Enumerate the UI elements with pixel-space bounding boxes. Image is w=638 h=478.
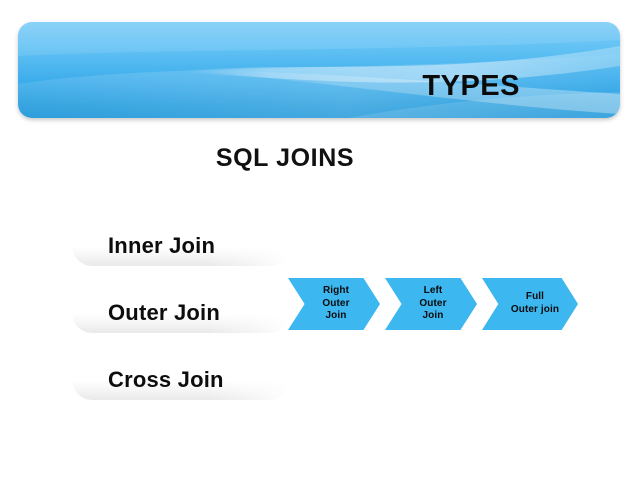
- join-type-label-inner-join: Inner Join: [108, 233, 216, 258]
- join-type-label-outer-join: Outer Join: [108, 300, 221, 325]
- chevron-right-outer-join[interactable]: Right Outer Join: [288, 278, 380, 330]
- join-type-pill-outer-join[interactable]: [72, 293, 290, 333]
- chevron-line-3: Join: [325, 310, 347, 322]
- join-type-pill-cross-join[interactable]: [72, 360, 290, 400]
- chevron-label-full-outer-join: Full Outer join: [499, 291, 561, 317]
- chevron-line-1: Right: [322, 284, 350, 296]
- join-type-label-cross-join: Cross Join: [108, 367, 224, 392]
- chevron-line-2: Outer join: [510, 304, 560, 315]
- chevron-line-2: Outer: [322, 297, 350, 309]
- chevron-left-outer-join[interactable]: Left Outer Join: [385, 278, 477, 330]
- chevron-full-outer-join[interactable]: Full Outer join: [482, 278, 578, 330]
- header-banner: TYPES: [18, 22, 620, 118]
- banner-swoosh-decoration: [18, 22, 620, 118]
- page-title: SQL JOINS: [215, 144, 355, 172]
- chevron-line-1: Left: [423, 284, 443, 296]
- chevron-line-1: Full: [525, 291, 545, 303]
- banner-title: TYPES: [422, 70, 520, 102]
- chevron-label-left-outer-join: Left Outer Join: [409, 285, 452, 323]
- join-type-pill-inner-join[interactable]: [72, 226, 290, 266]
- chevron-line-3: Join: [422, 310, 444, 322]
- chevron-label-right-outer-join: Right Outer Join: [312, 285, 355, 323]
- chevron-line-2: Outer: [419, 297, 447, 309]
